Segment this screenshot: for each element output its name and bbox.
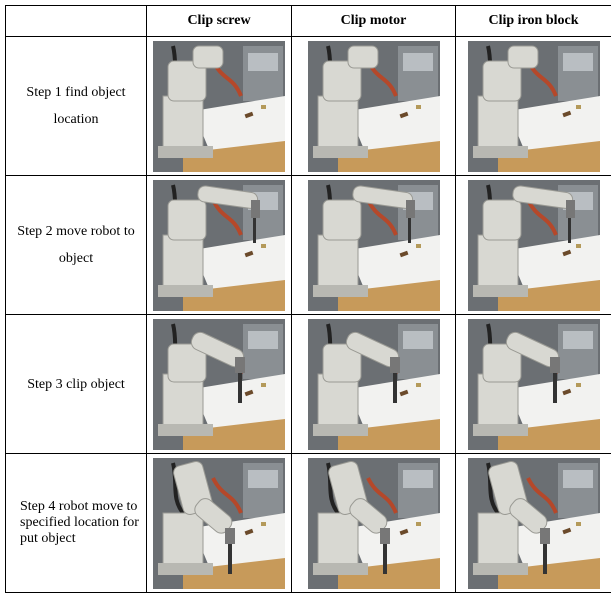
- step-label: Step 4 robot move to specified location …: [6, 454, 147, 593]
- step-row-4: Step 4 robot move to specified location …: [6, 454, 611, 593]
- column-header-clip-motor: Clip motor: [292, 6, 456, 37]
- results-table: Clip screw Clip motor Clip iron block St…: [5, 5, 611, 593]
- step-label: Step 1 find object location: [6, 37, 147, 176]
- photo-cell: [456, 176, 611, 315]
- photo-cell: [456, 37, 611, 176]
- robot-photo: [468, 458, 600, 589]
- photo-cell: [147, 37, 292, 176]
- photo-cell: [147, 176, 292, 315]
- header-row: Clip screw Clip motor Clip iron block: [6, 6, 611, 37]
- photo-cell: [456, 315, 611, 454]
- photo-cell: [147, 454, 292, 593]
- robot-photo: [468, 41, 600, 172]
- photo-cell: [456, 454, 611, 593]
- step-label: Step 2 move robot to object: [6, 176, 147, 315]
- robot-photo: [308, 458, 440, 589]
- photo-cell: [292, 315, 456, 454]
- photo-cell: [292, 454, 456, 593]
- column-header-clip-screw: Clip screw: [147, 6, 292, 37]
- corner-cell: [6, 6, 147, 37]
- robot-photo: [153, 319, 285, 450]
- robot-photo: [153, 458, 285, 589]
- photo-cell: [147, 315, 292, 454]
- robot-photo: [153, 180, 285, 311]
- robot-photo: [468, 319, 600, 450]
- robot-photo: [468, 180, 600, 311]
- robot-photo: [153, 41, 285, 172]
- photo-cell: [292, 37, 456, 176]
- step-row-3: Step 3 clip object: [6, 315, 611, 454]
- robot-photo: [308, 180, 440, 311]
- robot-photo: [308, 319, 440, 450]
- robot-photo: [308, 41, 440, 172]
- step-row-2: Step 2 move robot to object: [6, 176, 611, 315]
- step-label: Step 3 clip object: [6, 315, 147, 454]
- step-row-1: Step 1 find object location: [6, 37, 611, 176]
- column-header-clip-iron-block: Clip iron block: [456, 6, 611, 37]
- photo-cell: [292, 176, 456, 315]
